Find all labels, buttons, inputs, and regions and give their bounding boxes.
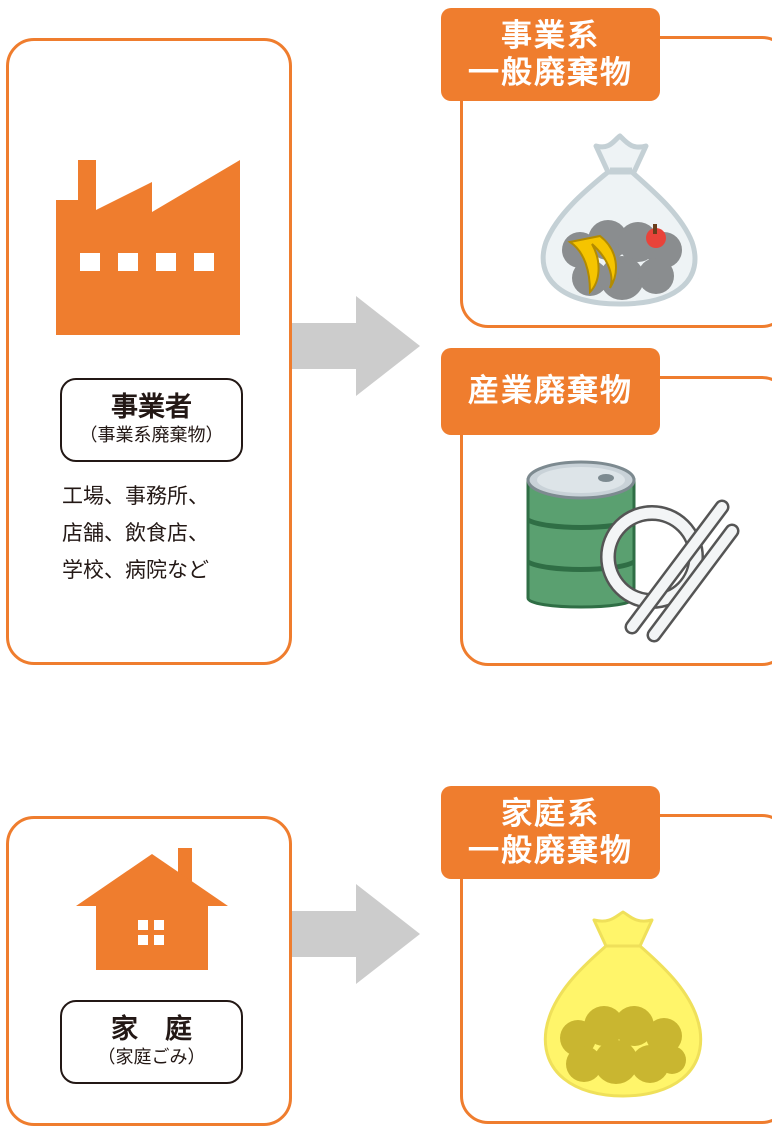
household-general-waste-tag: 家庭系 一般廃棄物 [441,786,660,879]
fluorescent-tube-icon [600,499,740,643]
tag-line: 産業廃棄物 [468,373,633,409]
arrow-right-icon [292,296,420,396]
source-line: 店舗、飲食店、 [62,521,209,545]
arrow-right-icon [292,884,420,984]
household-label-box: 家 庭 （家庭ごみ） [60,1000,243,1084]
business-label-box: 事業者 （事業系廃棄物） [60,378,243,462]
tag-line: 家庭系 [501,795,600,832]
business-sources: 工場、事務所、 店舗、飲食店、 学校、病院など [62,478,209,589]
tag-line: 事業系 [501,17,600,54]
clear-garbage-bag-icon [540,133,698,307]
business-source-box [6,38,292,665]
business-general-waste-tag: 事業系 一般廃棄物 [441,8,660,101]
industrial-waste-tag: 産業廃棄物 [441,348,660,435]
tag-line: 一般廃棄物 [468,54,633,91]
factory-icon [56,160,240,335]
household-sublabel: （家庭ごみ） [97,1047,206,1068]
source-line: 学校、病院など [62,558,209,582]
yellow-garbage-bag-icon [543,910,703,1098]
household-label: 家 庭 [111,1014,192,1045]
business-label: 事業者 [111,392,192,423]
source-line: 工場、事務所、 [62,484,209,508]
tag-line: 一般廃棄物 [468,832,633,869]
business-sublabel: （事業系廃棄物） [79,425,224,446]
house-icon [76,848,228,970]
